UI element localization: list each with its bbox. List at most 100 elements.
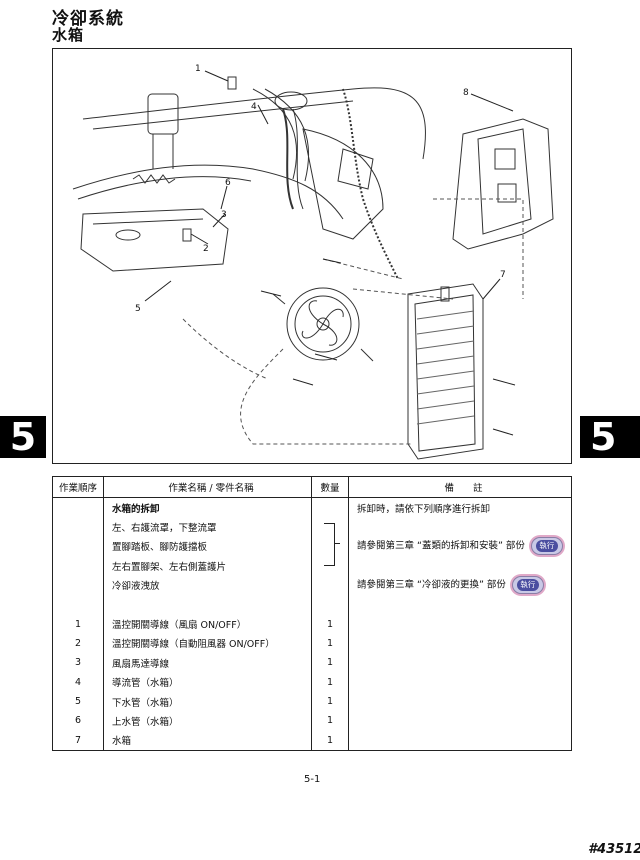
row-name: 置腳踏板、腳防護擋板 [103, 536, 312, 557]
row-note [348, 633, 572, 654]
table-row: 左、右護流罩，下整流罩 [52, 517, 572, 537]
page-number: 5-1 [304, 774, 321, 785]
row-qty: 1 [311, 653, 349, 673]
row-name: 冷卻液洩放 [103, 575, 312, 595]
row-note [348, 672, 572, 692]
row-name-text: 溫控開關導線（風扇 ON/OFF） [112, 620, 247, 632]
callout-5: 5 [135, 304, 141, 314]
row-name: 水箱的拆卸 [103, 497, 312, 518]
callout-7: 7 [500, 270, 506, 280]
row-note [348, 691, 572, 712]
table-row: 2 溫控開關導線（自動阻風器 ON/OFF） 1 [52, 633, 572, 654]
row-order-text: 2 [74, 637, 82, 649]
row-order-text: 3 [74, 657, 82, 669]
row-qty: 1 [311, 672, 349, 692]
row-qty: 1 [311, 691, 349, 712]
row-name-text: 下水管（水箱） [112, 697, 179, 709]
row-name: 上水管（水箱） [103, 711, 312, 731]
row-order: 7 [52, 730, 104, 752]
row-order: 5 [52, 691, 104, 712]
row-order: 6 [52, 711, 104, 731]
row-note [348, 653, 572, 673]
row-order-text: 4 [74, 676, 82, 688]
row-name: 水箱 [103, 730, 312, 752]
row-order [52, 594, 104, 615]
row-order [52, 575, 104, 595]
row-qty: 1 [311, 614, 349, 634]
row-order: 1 [52, 614, 104, 634]
row-note: 請參閱第三章 “冷卻液的更換” 部份執行 [348, 575, 572, 595]
row-name-text: 左、右護流罩，下整流罩 [112, 523, 217, 535]
row-name: 左、右護流罩，下整流罩 [103, 517, 312, 537]
row-name: 下水管（水箱） [103, 691, 312, 712]
row-qty: 1 [311, 730, 349, 752]
row-qty-text: 1 [326, 715, 334, 727]
execute-button-label: 執行 [535, 540, 558, 553]
row-name-text: 水箱的拆卸 [112, 503, 160, 515]
row-qty: 1 [311, 711, 349, 731]
callout-6: 6 [225, 178, 231, 188]
table-row: 置腳踏板、腳防護擋板 請參閱第三章 “蓋類的拆卸和安裝” 部份執行 [52, 536, 572, 557]
row-name [103, 594, 312, 615]
execute-button[interactable]: 執行 [511, 576, 544, 595]
row-note [348, 614, 572, 634]
exploded-diagram: 1 2 3 4 5 6 7 8 [52, 48, 572, 464]
header-name: 作業名稱 / 零件名稱 [103, 476, 312, 498]
row-note-text: 拆卸時，請依下列順序進行拆卸 [357, 503, 491, 515]
row-note [348, 556, 572, 576]
row-note-text: 請參閱第三章 “蓋類的拆卸和安裝” 部份 [357, 540, 525, 552]
row-qty-text: 1 [326, 676, 334, 688]
header-qty: 數量 [311, 476, 349, 498]
table-row: 5 下水管（水箱） 1 [52, 691, 572, 712]
row-name-text: 風扇馬達導線 [112, 658, 170, 670]
row-order-text: 6 [74, 715, 82, 727]
document-stamp: #43512 [588, 842, 640, 857]
row-name-text: 置腳踏板、腳防護擋板 [112, 542, 208, 554]
header-notes: 備 註 [348, 476, 572, 498]
row-note [348, 730, 572, 752]
callout-2: 2 [203, 244, 209, 254]
table-row: 3 風扇馬達導線 1 [52, 653, 572, 673]
section-title: 冷卻系統 [52, 9, 124, 29]
row-name-text: 冷卻液洩放 [112, 581, 160, 593]
row-note [348, 517, 572, 537]
row-order: 3 [52, 653, 104, 673]
callout-3: 3 [221, 210, 227, 220]
row-name: 溫控開關導線（風扇 ON/OFF） [103, 614, 312, 634]
table-row: 7 水箱 1 [52, 730, 572, 752]
row-name-text: 上水管（水箱） [112, 716, 179, 728]
table-row [52, 594, 572, 615]
row-name-text: 水箱 [112, 736, 132, 748]
row-qty [311, 497, 349, 518]
radiator-illustration: 1 2 3 4 5 6 7 8 [72, 64, 554, 460]
row-order [52, 497, 104, 518]
callout-4: 4 [251, 102, 257, 112]
table-header-row: 作業順序 作業名稱 / 零件名稱 數量 備 註 [52, 476, 572, 498]
table-row: 4 導流管（水箱） 1 [52, 672, 572, 692]
row-order: 2 [52, 633, 104, 654]
chapter-tab-left: 5 [0, 416, 46, 458]
row-name-text: 導流管（水箱） [112, 678, 179, 690]
row-order-text: 5 [74, 696, 82, 708]
row-qty-text: 1 [326, 637, 334, 649]
row-qty-text: 1 [326, 734, 334, 746]
callout-8: 8 [463, 88, 469, 98]
row-qty [311, 594, 349, 615]
row-qty-text: 1 [326, 618, 334, 630]
row-note: 拆卸時，請依下列順序進行拆卸 [348, 497, 572, 518]
row-order-text: 1 [74, 618, 82, 630]
chapter-tab-right: 5 [580, 416, 640, 458]
execute-button[interactable]: 執行 [530, 537, 563, 556]
table-row: 冷卻液洩放 請參閱第三章 “冷卻液的更換” 部份執行 [52, 575, 572, 595]
table-row: 6 上水管（水箱） 1 [52, 711, 572, 731]
row-name-text: 溫控開關導線（自動阻風器 ON/OFF） [112, 639, 275, 651]
subsection-title: 水箱 [52, 26, 85, 44]
row-name: 風扇馬達導線 [103, 653, 312, 673]
header-order: 作業順序 [52, 476, 104, 498]
table-row: 水箱的拆卸 拆卸時，請依下列順序進行拆卸 [52, 497, 572, 518]
table-row: 1 溫控開關導線（風扇 ON/OFF） 1 [52, 614, 572, 634]
parts-table: 作業順序 作業名稱 / 零件名稱 數量 備 註 水箱的拆卸 拆卸時，請依下列順序進… [52, 476, 572, 752]
row-order-text: 7 [74, 734, 82, 746]
row-note [348, 594, 572, 615]
table-row: 左右置腳架、左右側蓋護片 [52, 556, 572, 576]
